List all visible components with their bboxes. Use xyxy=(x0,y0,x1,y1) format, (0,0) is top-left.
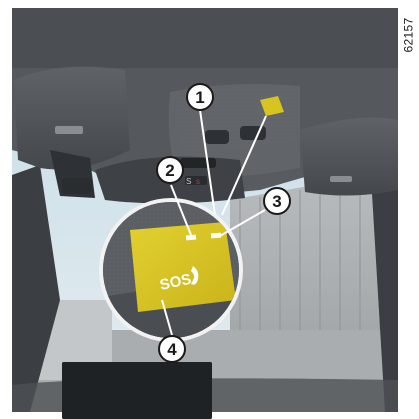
callout-1: 1 xyxy=(187,84,213,110)
svg-text:2: 2 xyxy=(165,161,174,180)
callout-3: 3 xyxy=(264,188,290,214)
svg-text:3: 3 xyxy=(272,192,281,211)
callout-2: 2 xyxy=(157,157,183,183)
svg-text:s: s xyxy=(196,177,200,186)
led-indicator-2 xyxy=(186,235,196,241)
led-indicator-3 xyxy=(211,233,221,239)
svg-text:S: S xyxy=(186,177,191,186)
svg-text:1: 1 xyxy=(195,88,204,107)
sun-visor-right xyxy=(300,118,398,196)
sun-visor-left xyxy=(14,67,130,170)
figure-reference-code: 62157 xyxy=(398,4,418,66)
callout-4: 4 xyxy=(159,336,185,362)
svg-text:4: 4 xyxy=(167,340,177,359)
